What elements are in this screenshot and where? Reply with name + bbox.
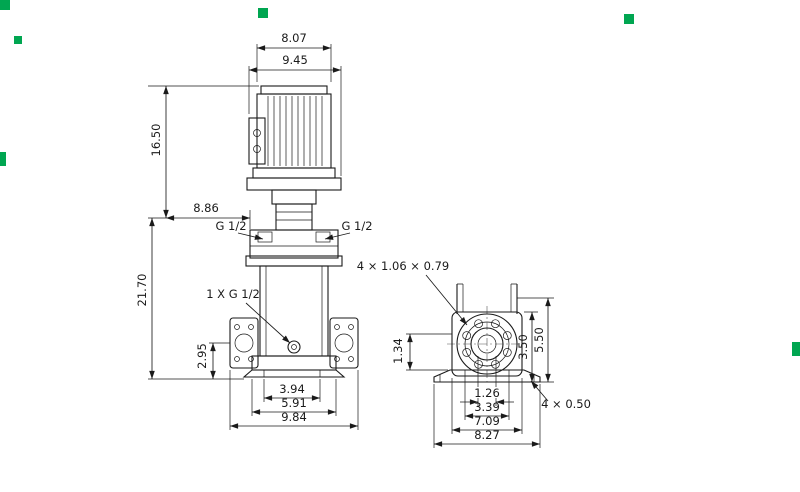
left-port-label: G 1/2 (215, 219, 264, 240)
dim-bolt-circle-text: 3.39 (474, 400, 500, 414)
drain-label: 1 X G 1/2 (206, 287, 291, 344)
dim-bolt-circle: 3.39 (464, 370, 510, 420)
left-port-boss (257, 231, 273, 243)
fiducial-marker (0, 152, 6, 166)
fiducial-marker (14, 36, 22, 44)
dim-bore: 1.26 (460, 356, 514, 406)
dim-top-width-outer: 9.45 (248, 53, 342, 176)
dim-base-width-text: 8.27 (474, 428, 500, 442)
dim-port-center-height: 2.95 (195, 342, 230, 379)
dim-base-outer: 9.84 (229, 370, 359, 430)
bolt-hole-callout-text: 4 × 1.06 × 0.79 (357, 259, 449, 273)
dim-pump-height-text: 21.70 (135, 274, 149, 307)
dim-overall-height: 5.50 (517, 297, 554, 382)
dim-base-width: 8.27 (433, 384, 541, 448)
dim-overall-height-text: 5.50 (532, 327, 546, 353)
dim-flange-height: 3.50 (516, 311, 554, 383)
suction-flange (229, 317, 259, 369)
dim-base-outer-text: 9.84 (281, 410, 307, 424)
right-port-boss (315, 231, 331, 243)
left-port-label-text: G 1/2 (215, 219, 246, 233)
dim-base-inner: 3.94 (263, 379, 321, 402)
fiducial-marker (258, 8, 268, 18)
discharge-flange (329, 317, 359, 369)
dim-plate-width-text: 7.09 (474, 414, 500, 428)
fiducial-marker (0, 0, 10, 10)
fiducial-marker (624, 14, 634, 24)
foot-slot-callout: 4 × 0.50 (530, 380, 591, 411)
dim-bore-text: 1.26 (474, 386, 500, 400)
right-port-label-text: G 1/2 (341, 219, 372, 233)
motor (246, 85, 342, 191)
pump-base (242, 355, 346, 378)
front-view: 8.07 9.45 16.50 21.70 8.86 2.95 (135, 31, 373, 430)
dim-motor-height-text: 16.50 (149, 124, 163, 157)
foot-slot-callout-text: 4 × 0.50 (541, 397, 591, 411)
dim-pump-height: 21.70 (135, 218, 244, 380)
base-view: 4 × 1.06 × 0.79 4 × 0.50 1.34 3.50 5.50 (357, 259, 591, 448)
flange-plate (451, 311, 523, 377)
centerlines (447, 306, 527, 382)
dim-foot-height: 1.34 (391, 333, 452, 371)
coupling (271, 189, 317, 231)
drain-plug (287, 340, 301, 354)
dim-top-width-text: 8.07 (281, 31, 307, 45)
bolt-holes (462, 319, 512, 369)
dim-plate-width: 7.09 (451, 378, 523, 434)
dim-head-width-text: 8.86 (193, 201, 219, 215)
bolt-hole-callout: 4 × 1.06 × 0.79 (357, 259, 468, 326)
dim-port-center-height-text: 2.95 (195, 343, 209, 369)
sleeve-section (456, 283, 518, 314)
drain-label-text: 1 X G 1/2 (206, 287, 260, 301)
dim-top-width-outer-text: 9.45 (282, 53, 308, 67)
motor-flange (246, 177, 342, 191)
dim-flange-height-text: 3.50 (516, 334, 530, 360)
dim-foot-height-text: 1.34 (391, 338, 405, 364)
dim-motor-height: 16.50 (148, 85, 259, 219)
dim-base-mid-text: 5.91 (281, 396, 307, 410)
dim-head-width: 8.86 (166, 201, 251, 229)
dim-base-mid: 5.91 (251, 379, 337, 416)
fiducial-marker (792, 342, 800, 356)
pump-head (249, 229, 339, 259)
terminal-box (248, 117, 266, 165)
dim-base-inner-text: 3.94 (279, 382, 305, 396)
dim-top-width: 8.07 (256, 31, 332, 82)
right-port-label: G 1/2 (324, 219, 373, 240)
